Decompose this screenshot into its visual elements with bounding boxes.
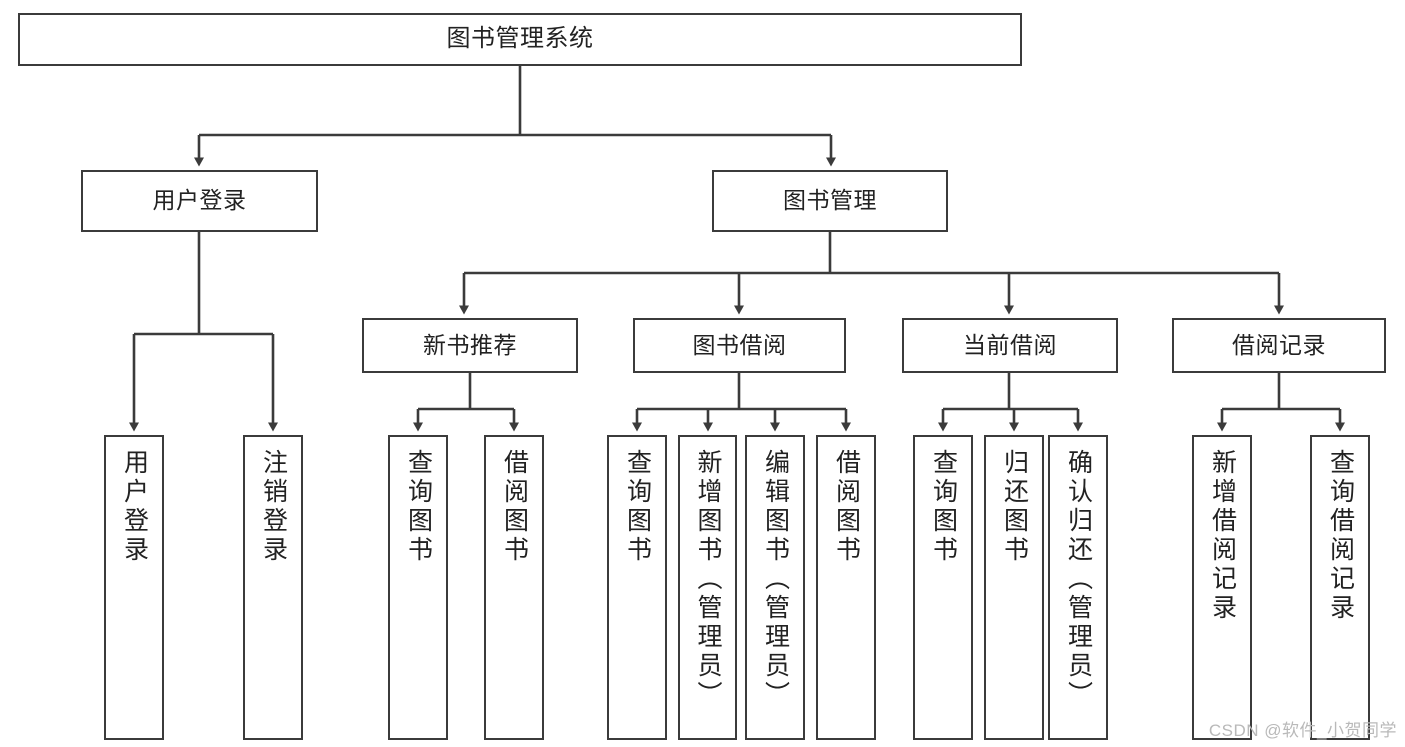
node-root-label: 图书管理系统	[446, 25, 594, 53]
leaf-return-book-label: 归还图书	[1000, 449, 1029, 565]
leaf-edit-book-admin-label: 编辑图书（管理员）	[761, 449, 790, 710]
leaf-user-login-label: 用户登录	[120, 449, 149, 565]
node-level3-current-borrow-label: 当前借阅	[963, 331, 1057, 358]
node-level2-user-login[interactable]: 用户登录	[81, 170, 318, 232]
leaf-query-book-borrow[interactable]: 查询图书	[607, 435, 667, 740]
node-root[interactable]: 图书管理系统	[18, 13, 1022, 66]
leaf-user-login[interactable]: 用户登录	[104, 435, 164, 740]
node-level3-book-borrow-label: 图书借阅	[692, 331, 787, 358]
leaf-add-borrow-record[interactable]: 新增借阅记录	[1192, 435, 1252, 740]
leaf-query-book-recommend[interactable]: 查询图书	[388, 435, 448, 740]
leaf-query-book-current-label: 查询图书	[929, 449, 958, 565]
leaf-borrow-book-recommend-label: 借阅图书	[500, 449, 529, 565]
node-level3-new-book-recommend[interactable]: 新书推荐	[362, 318, 578, 373]
leaf-query-borrow-record[interactable]: 查询借阅记录	[1310, 435, 1370, 740]
leaf-add-book-admin[interactable]: 新增图书（管理员）	[678, 435, 737, 740]
node-level3-current-borrow[interactable]: 当前借阅	[902, 318, 1118, 373]
node-level2-book-management[interactable]: 图书管理	[712, 170, 948, 232]
leaf-query-book-current[interactable]: 查询图书	[913, 435, 973, 740]
leaf-confirm-return-admin[interactable]: 确认归还（管理员）	[1048, 435, 1108, 740]
leaf-logout-label: 注销登录	[259, 449, 288, 565]
leaf-query-book-recommend-label: 查询图书	[404, 449, 433, 565]
node-level3-book-borrow[interactable]: 图书借阅	[633, 318, 846, 373]
node-level3-new-book-recommend-label: 新书推荐	[423, 331, 517, 358]
leaf-borrow-book-label: 借阅图书	[832, 449, 861, 565]
node-level3-borrow-record[interactable]: 借阅记录	[1172, 318, 1386, 373]
leaf-add-book-admin-label: 新增图书（管理员）	[694, 449, 722, 710]
leaf-borrow-book[interactable]: 借阅图书	[816, 435, 876, 740]
leaf-edit-book-admin[interactable]: 编辑图书（管理员）	[745, 435, 805, 740]
node-level2-user-login-label: 用户登录	[152, 187, 247, 214]
leaf-query-book-borrow-label: 查询图书	[623, 449, 652, 565]
node-level3-borrow-record-label: 借阅记录	[1232, 331, 1326, 358]
csdn-watermark: CSDN @软件_小贺同学	[1208, 721, 1397, 740]
leaf-add-borrow-record-label: 新增借阅记录	[1208, 449, 1237, 623]
leaf-return-book[interactable]: 归还图书	[984, 435, 1044, 740]
leaf-logout[interactable]: 注销登录	[243, 435, 303, 740]
node-level2-book-management-label: 图书管理	[783, 187, 877, 214]
leaf-borrow-book-recommend[interactable]: 借阅图书	[484, 435, 544, 740]
leaf-confirm-return-admin-label: 确认归还（管理员）	[1064, 449, 1093, 710]
leaf-query-borrow-record-label: 查询借阅记录	[1326, 449, 1355, 623]
